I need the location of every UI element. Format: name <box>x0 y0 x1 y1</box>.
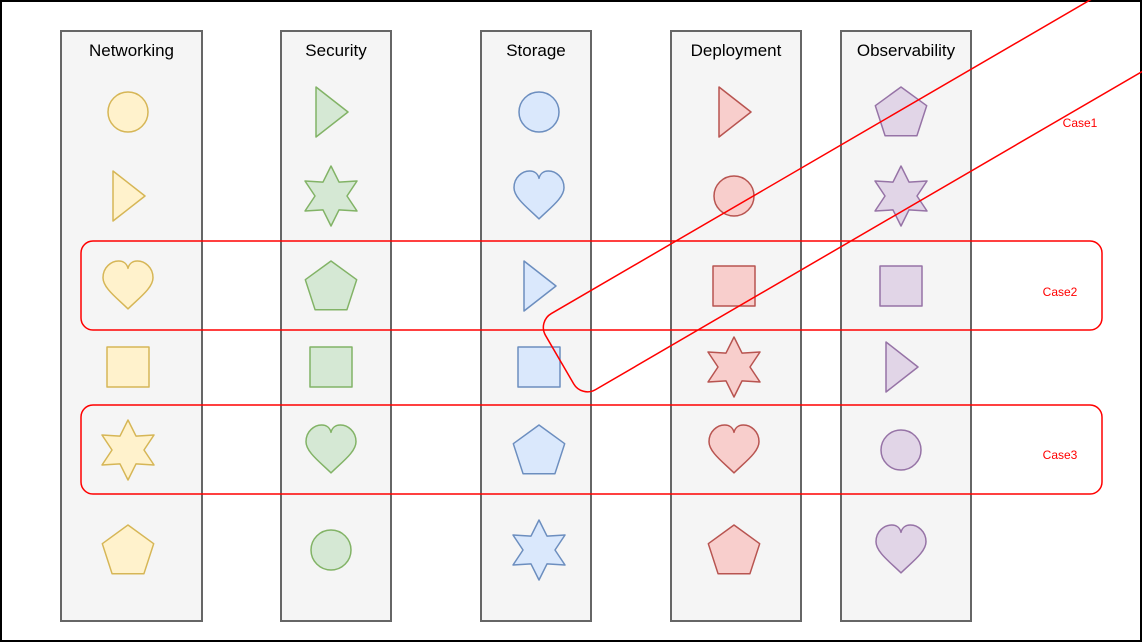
star-icon <box>101 419 155 481</box>
triangle-icon <box>885 341 919 393</box>
star-icon <box>874 165 928 227</box>
lanes: Networking Security Storage Deployment O… <box>60 30 972 622</box>
circle-icon <box>107 91 149 133</box>
square-icon <box>309 346 353 388</box>
shapes-security <box>304 86 358 571</box>
case3-highlight: Case3 <box>80 404 1103 495</box>
lane-storage: Storage <box>480 30 592 622</box>
case2-outline <box>80 240 1103 331</box>
heart-icon <box>305 424 357 474</box>
shapes-networking <box>101 91 155 575</box>
lane-deployment-box <box>670 30 802 622</box>
triangle-icon <box>523 260 557 312</box>
heart-icon <box>513 170 565 220</box>
lane-observability: Observability <box>840 30 972 622</box>
shapes-deployment <box>707 86 761 575</box>
case3-label: Case3 <box>1043 448 1078 462</box>
pentagon-icon <box>512 424 566 475</box>
triangle-icon <box>315 86 349 138</box>
square-icon <box>712 265 756 307</box>
square-icon <box>879 265 923 307</box>
lane-security: Security <box>280 30 392 622</box>
star-icon <box>707 336 761 398</box>
case2-label: Case2 <box>1043 285 1078 299</box>
lane-storage-title: Storage <box>506 41 566 60</box>
heart-icon <box>875 524 927 574</box>
lane-networking: Networking <box>60 30 203 622</box>
circle-icon <box>713 175 755 217</box>
lane-security-title: Security <box>305 41 367 60</box>
triangle-icon <box>112 170 146 222</box>
star-icon <box>512 519 566 581</box>
heart-icon <box>102 260 154 310</box>
case3-outline <box>80 404 1103 495</box>
shapes-observability <box>874 86 928 574</box>
lane-security-box <box>280 30 392 622</box>
case1-outline <box>542 0 1142 393</box>
square-icon <box>517 346 561 388</box>
case1-label: Case1 <box>1063 116 1098 130</box>
shapes-storage <box>512 91 566 581</box>
lane-deployment-title: Deployment <box>691 41 782 60</box>
lane-observability-title: Observability <box>857 41 956 60</box>
circle-icon <box>310 529 352 571</box>
lane-networking-title: Networking <box>89 41 174 60</box>
case-highlights: Case1 Case2 Case3 <box>80 0 1142 495</box>
pentagon-icon <box>101 524 155 575</box>
lane-deployment: Deployment <box>670 30 802 622</box>
pentagon-icon <box>874 86 928 137</box>
triangle-icon <box>718 86 752 138</box>
heart-icon <box>708 424 760 474</box>
pentagon-icon <box>304 260 358 311</box>
star-icon <box>304 165 358 227</box>
square-icon <box>106 346 150 388</box>
case1-highlight: Case1 <box>542 0 1142 393</box>
pentagon-icon <box>707 524 761 575</box>
circle-icon <box>518 91 560 133</box>
case2-highlight: Case2 <box>80 240 1103 331</box>
circle-icon <box>880 429 922 471</box>
